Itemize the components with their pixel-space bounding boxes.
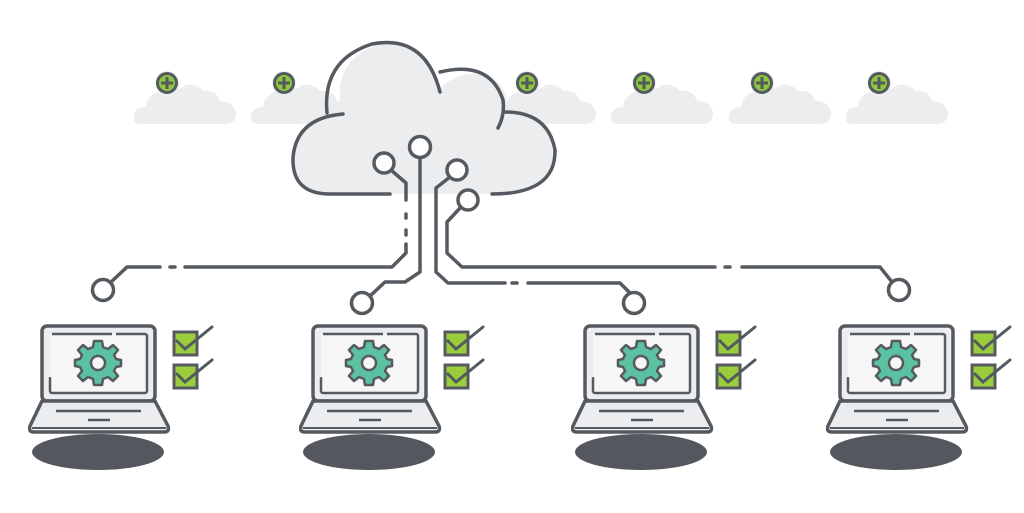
laptop-settings-icon: [30, 326, 213, 470]
laptop-settings-icon: [573, 326, 756, 470]
background-cloud-add-icon: [611, 71, 713, 124]
network-traces: [90, 134, 912, 316]
laptop-settings-icon: [301, 326, 484, 470]
central-cloud-icon: [291, 40, 557, 196]
background-cloud-add-icon: [729, 71, 831, 124]
background-cloud-add-icon: [846, 71, 948, 124]
background-cloud-add-icon: [134, 71, 236, 124]
laptop-settings-icon: [828, 326, 1011, 470]
